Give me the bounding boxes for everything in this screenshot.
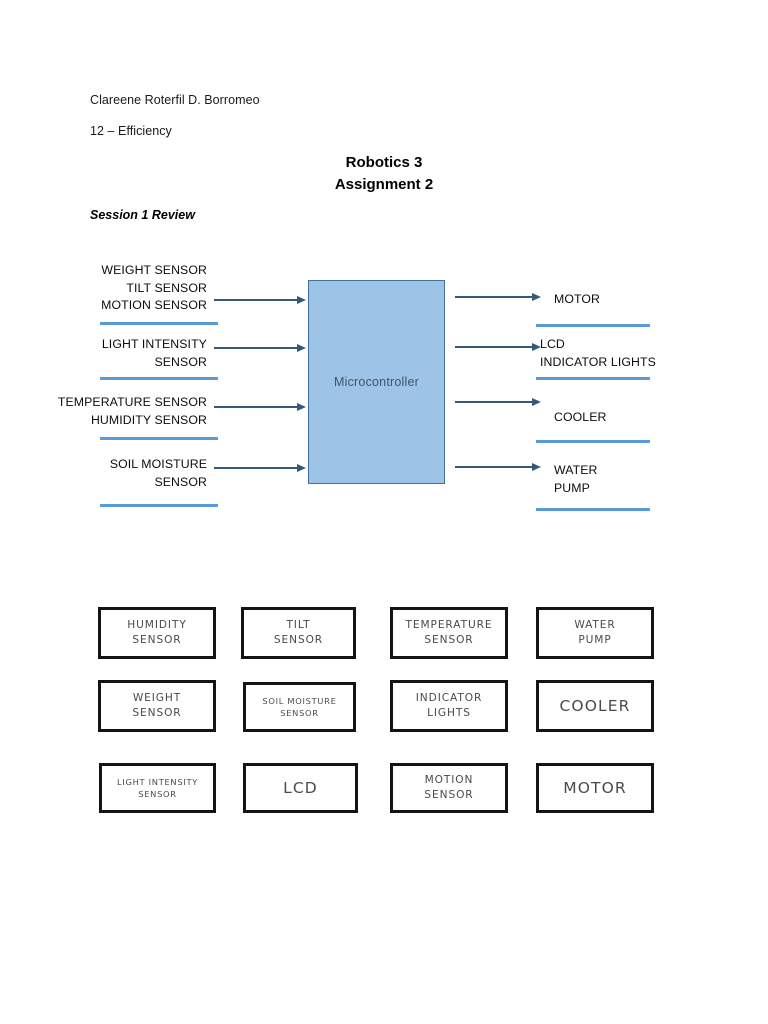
output-group-2: LCD INDICATOR LIGHTS	[540, 336, 750, 371]
input-arrow-4	[214, 462, 306, 474]
input-line: SENSOR	[154, 354, 207, 369]
component-box-cooler[interactable]: COOLER	[536, 680, 654, 732]
output-line: PUMP	[554, 480, 590, 495]
input-arrow-1	[214, 294, 306, 306]
input-group-2-rule	[100, 377, 218, 380]
component-box-lcd[interactable]: LCD	[243, 763, 358, 813]
output-line: LCD	[540, 337, 565, 351]
microcontroller-block: Microcontroller	[308, 280, 445, 484]
component-label: MOTOR	[563, 778, 627, 797]
input-line: WEIGHT SENSOR	[101, 263, 207, 277]
microcontroller-label: Microcontroller	[334, 375, 419, 389]
output-group-4-rule	[536, 508, 650, 511]
output-line: MOTOR	[554, 292, 601, 306]
input-line: TEMPERATURE SENSOR	[57, 395, 207, 409]
output-group-4: WATER PUMP	[554, 462, 744, 497]
component-box-motor[interactable]: MOTOR	[536, 763, 654, 813]
input-group-4-rule	[100, 504, 218, 507]
output-arrow-4	[455, 461, 541, 473]
output-group-3: COOLER	[554, 409, 744, 427]
output-line: COOLER	[554, 410, 607, 424]
output-arrow-3	[455, 396, 541, 408]
title-line-1: Robotics 3	[345, 154, 423, 171]
input-line: TILT SENSOR	[126, 280, 207, 295]
page-title: Robotics 3 Assignment 2	[0, 152, 768, 196]
input-arrow-3	[214, 401, 306, 413]
title-line-2: Assignment 2	[334, 176, 434, 193]
class-section: 12 – Efficiency	[90, 124, 172, 138]
input-arrow-2	[214, 342, 306, 354]
input-group-3: TEMPERATURE SENSOR HUMIDITY SENSOR	[30, 394, 207, 429]
output-arrow-1	[455, 291, 541, 303]
input-group-1: WEIGHT SENSOR TILT SENSOR MOTION SENSOR	[37, 262, 207, 315]
output-arrow-2	[455, 341, 541, 353]
author-name: Clareene Roterfil D. Borromeo	[90, 93, 260, 107]
output-group-1: MOTOR	[554, 291, 744, 309]
input-line: SOIL MOISTURE	[109, 457, 207, 471]
input-group-3-rule	[100, 437, 218, 440]
output-line: WATER	[554, 463, 598, 477]
component-label: COOLER	[559, 696, 631, 715]
input-group-1-rule	[100, 322, 218, 325]
input-line: MOTION SENSOR	[101, 298, 207, 312]
output-group-3-rule	[536, 440, 650, 443]
output-group-2-rule	[536, 377, 650, 380]
input-group-2: LIGHT INTENSITY SENSOR	[37, 336, 207, 371]
output-group-1-rule	[536, 324, 650, 327]
input-line: SENSOR	[154, 474, 207, 489]
input-line: LIGHT INTENSITY	[101, 337, 207, 351]
document-header: Clareene Roterfil D. Borromeo 12 – Effic…	[90, 92, 690, 154]
component-label: LCD	[283, 778, 318, 797]
output-line: INDICATOR LIGHTS	[540, 354, 656, 369]
input-line: HUMIDITY SENSOR	[90, 412, 207, 427]
input-group-4: SOIL MOISTURE SENSOR	[37, 456, 207, 491]
section-heading: Session 1 Review	[90, 208, 195, 222]
